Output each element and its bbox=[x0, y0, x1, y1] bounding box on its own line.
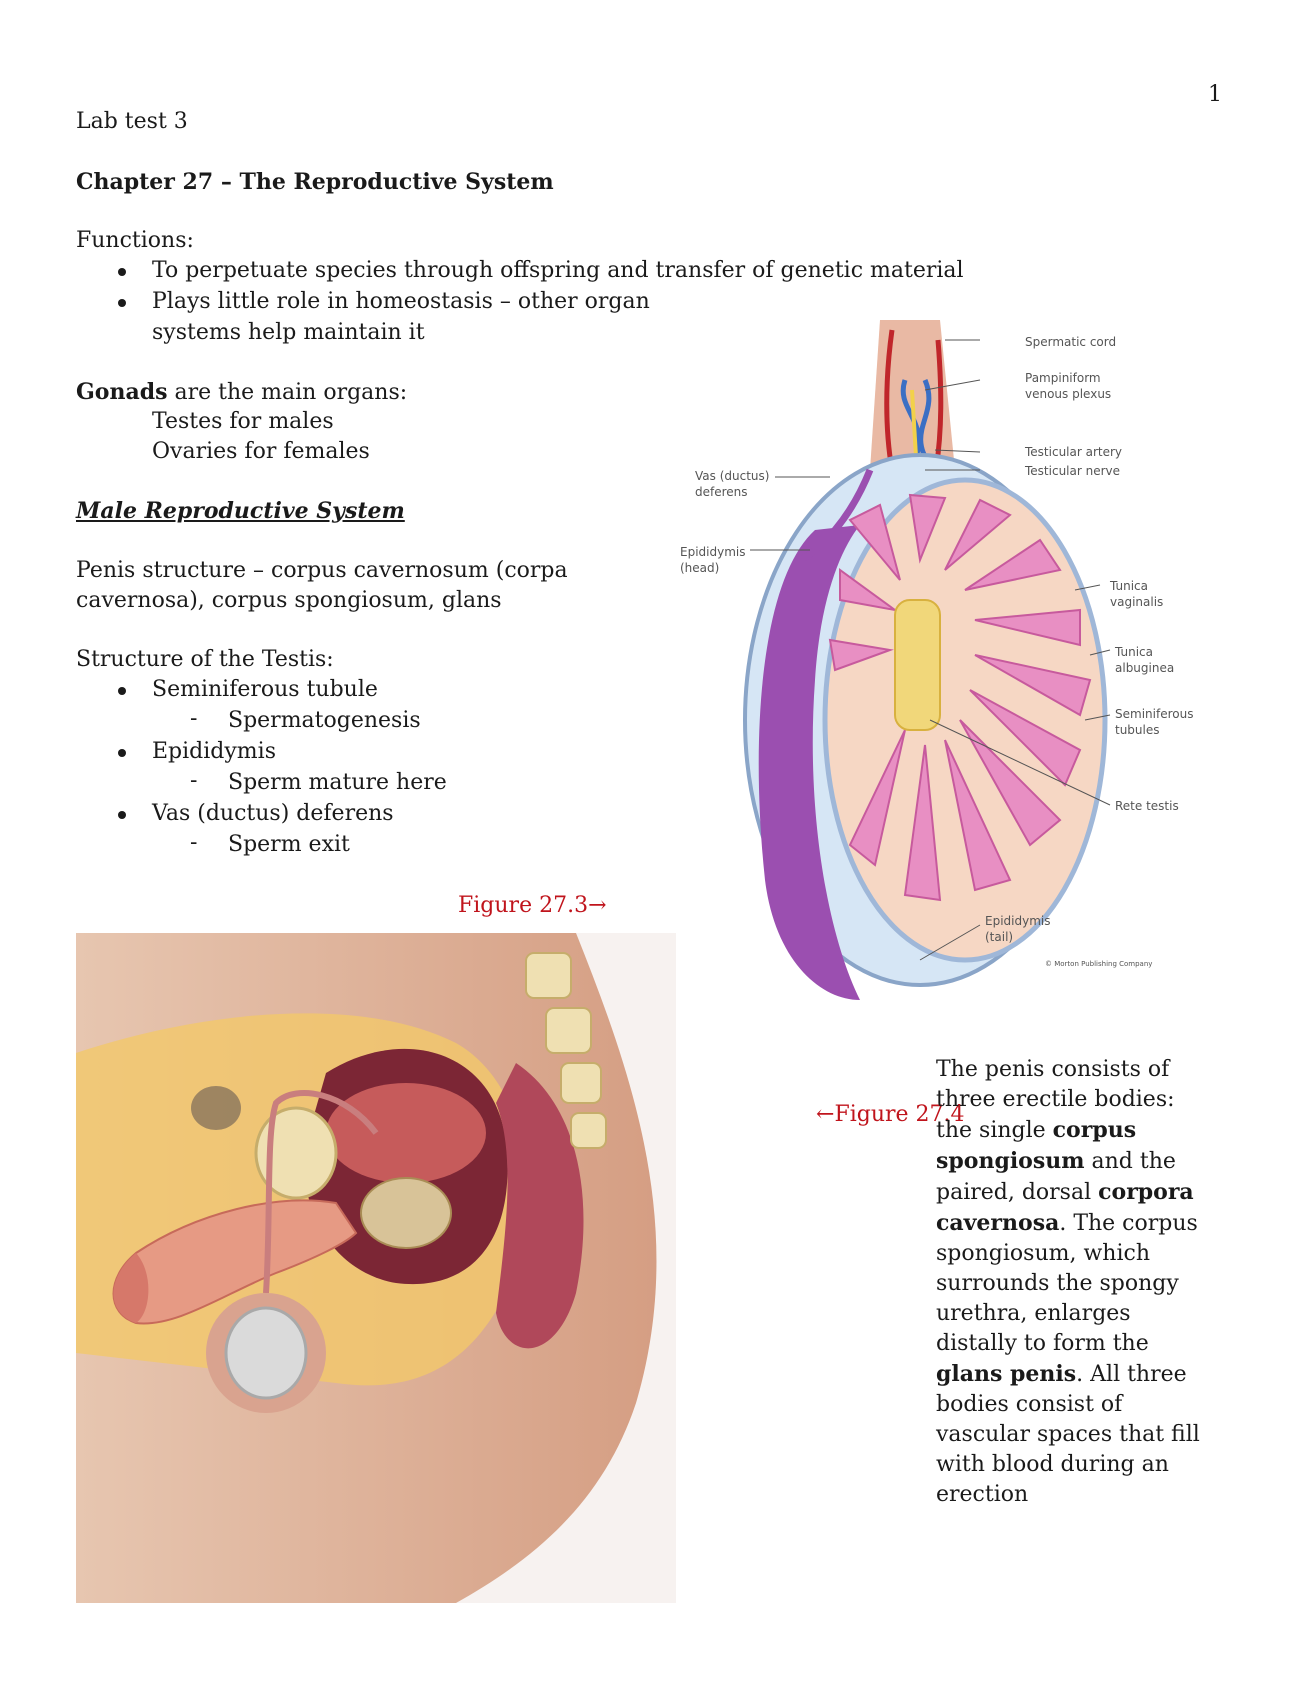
figure-label: Figure 27.3 bbox=[458, 893, 589, 918]
label-rete-testis: Rete testis bbox=[1115, 799, 1179, 813]
label-tunica-vaginalis-2: vaginalis bbox=[1110, 595, 1163, 609]
testis-subitem: Spermatogenesis bbox=[228, 708, 421, 733]
label-vas-deferens-2: deferens bbox=[695, 485, 748, 499]
label-epididymis-tail-2: (tail) bbox=[985, 930, 1013, 944]
label-seminiferous-tubules-2: tubules bbox=[1115, 723, 1160, 737]
label-seminiferous-tubules: Seminiferous bbox=[1115, 707, 1193, 721]
paragraph-term: corpus spongiosum bbox=[936, 1117, 1137, 1174]
label-testicular-artery: Testicular artery bbox=[1024, 445, 1122, 459]
label-pampiniform-2: venous plexus bbox=[1025, 387, 1111, 401]
gonad-item: Ovaries for females bbox=[152, 439, 370, 464]
male-pelvis-illustration bbox=[76, 933, 676, 1603]
label-pampiniform: Pampiniform bbox=[1025, 371, 1101, 385]
figure-label: Figure 27.4 bbox=[834, 1102, 965, 1127]
page-number: 1 bbox=[1208, 82, 1222, 107]
vas-deferens-path bbox=[263, 1090, 379, 1294]
prostate-shape bbox=[360, 1177, 452, 1249]
glans-shape bbox=[113, 1253, 149, 1323]
section-heading: Male Reproductive System bbox=[76, 498, 405, 524]
penis-structure-line: Penis structure – corpus cavernosum (cor… bbox=[76, 558, 568, 583]
bullet-icon bbox=[118, 687, 126, 695]
penis-description: The penis consists of three erectile bod… bbox=[936, 1055, 1206, 1510]
dash-icon: - bbox=[190, 830, 198, 855]
testis-subitem: Sperm exit bbox=[228, 832, 350, 857]
paragraph-term: glans penis bbox=[936, 1361, 1077, 1387]
gonads-line: Gonads are the main organs: bbox=[76, 377, 407, 408]
function-item: Plays little role in homeostasis – other… bbox=[152, 289, 650, 314]
bullet-icon bbox=[118, 299, 126, 307]
testis-heading: Structure of the Testis: bbox=[76, 647, 334, 672]
bullet-icon bbox=[118, 749, 126, 757]
figure-caption-27-4: ←Figure 27.4 bbox=[816, 1102, 965, 1127]
bullet-icon bbox=[118, 268, 126, 276]
label-epididymis-head-2: (head) bbox=[680, 561, 719, 575]
paragraph-term: corpora cavernosa bbox=[936, 1179, 1194, 1236]
label-vas-deferens: Vas (ductus) bbox=[695, 469, 769, 483]
label-tunica-albuginea-2: albuginea bbox=[1115, 661, 1174, 675]
label-testicular-nerve: Testicular nerve bbox=[1024, 464, 1120, 478]
label-tunica-albuginea: Tunica bbox=[1114, 645, 1153, 659]
label-epididymis-tail: Epididymis bbox=[985, 914, 1050, 928]
testis-diagram: Spermatic cord Pampiniform venous plexus… bbox=[680, 320, 1193, 1000]
dash-icon: - bbox=[190, 706, 198, 731]
label-tunica-vaginalis: Tunica bbox=[1109, 579, 1148, 593]
seminiferous-tubules-shape bbox=[828, 493, 1092, 902]
sacrum-shape bbox=[525, 952, 607, 1149]
testis-item: Seminiferous tubule bbox=[152, 677, 378, 702]
gonads-rest: are the main organs: bbox=[167, 380, 408, 405]
penis-structure-line: cavernosa), corpus spongiosum, glans bbox=[76, 588, 502, 613]
label-epididymis-head: Epididymis bbox=[680, 545, 745, 559]
pubic-bone-shape bbox=[254, 1106, 338, 1200]
gonads-term: Gonads bbox=[76, 379, 168, 405]
function-item: To perpetuate species through offspring … bbox=[152, 258, 964, 283]
label-spermatic-cord: Spermatic cord bbox=[1025, 335, 1116, 349]
rete-testis-shape bbox=[894, 599, 941, 731]
arrow-right-icon: → bbox=[588, 893, 607, 918]
bullet-icon bbox=[118, 811, 126, 819]
testis-item: Epididymis bbox=[152, 739, 276, 764]
doc-header: Lab test 3 bbox=[76, 109, 188, 134]
epididymis-shape bbox=[758, 525, 860, 1000]
paragraph-text: . The corpus spongiosum, which surrounds… bbox=[936, 1211, 1198, 1356]
paragraph-text: . All three bodies consist of vascular s… bbox=[936, 1362, 1200, 1507]
testis-item: Vas (ductus) deferens bbox=[152, 801, 394, 826]
bladder-shape bbox=[326, 1083, 486, 1183]
gonad-item: Testes for males bbox=[152, 409, 334, 434]
testis-shape bbox=[224, 1306, 308, 1400]
dash-icon: - bbox=[190, 768, 198, 793]
paragraph-text: and the paired, dorsal bbox=[936, 1149, 1176, 1205]
copyright-text: © Morton Publishing Company bbox=[1045, 960, 1152, 968]
functions-heading: Functions: bbox=[76, 228, 194, 253]
arrow-left-icon: ← bbox=[816, 1102, 835, 1127]
pubic-hair-shape bbox=[191, 1086, 241, 1130]
paragraph-text: The penis consists of three erectile bod… bbox=[936, 1057, 1175, 1143]
rectum-shape bbox=[496, 1063, 584, 1349]
figure-caption-27-3: Figure 27.3→ bbox=[458, 893, 607, 918]
chapter-title: Chapter 27 – The Reproductive System bbox=[76, 169, 554, 195]
function-item-continued: systems help maintain it bbox=[152, 320, 425, 345]
testis-subitem: Sperm mature here bbox=[228, 770, 447, 795]
